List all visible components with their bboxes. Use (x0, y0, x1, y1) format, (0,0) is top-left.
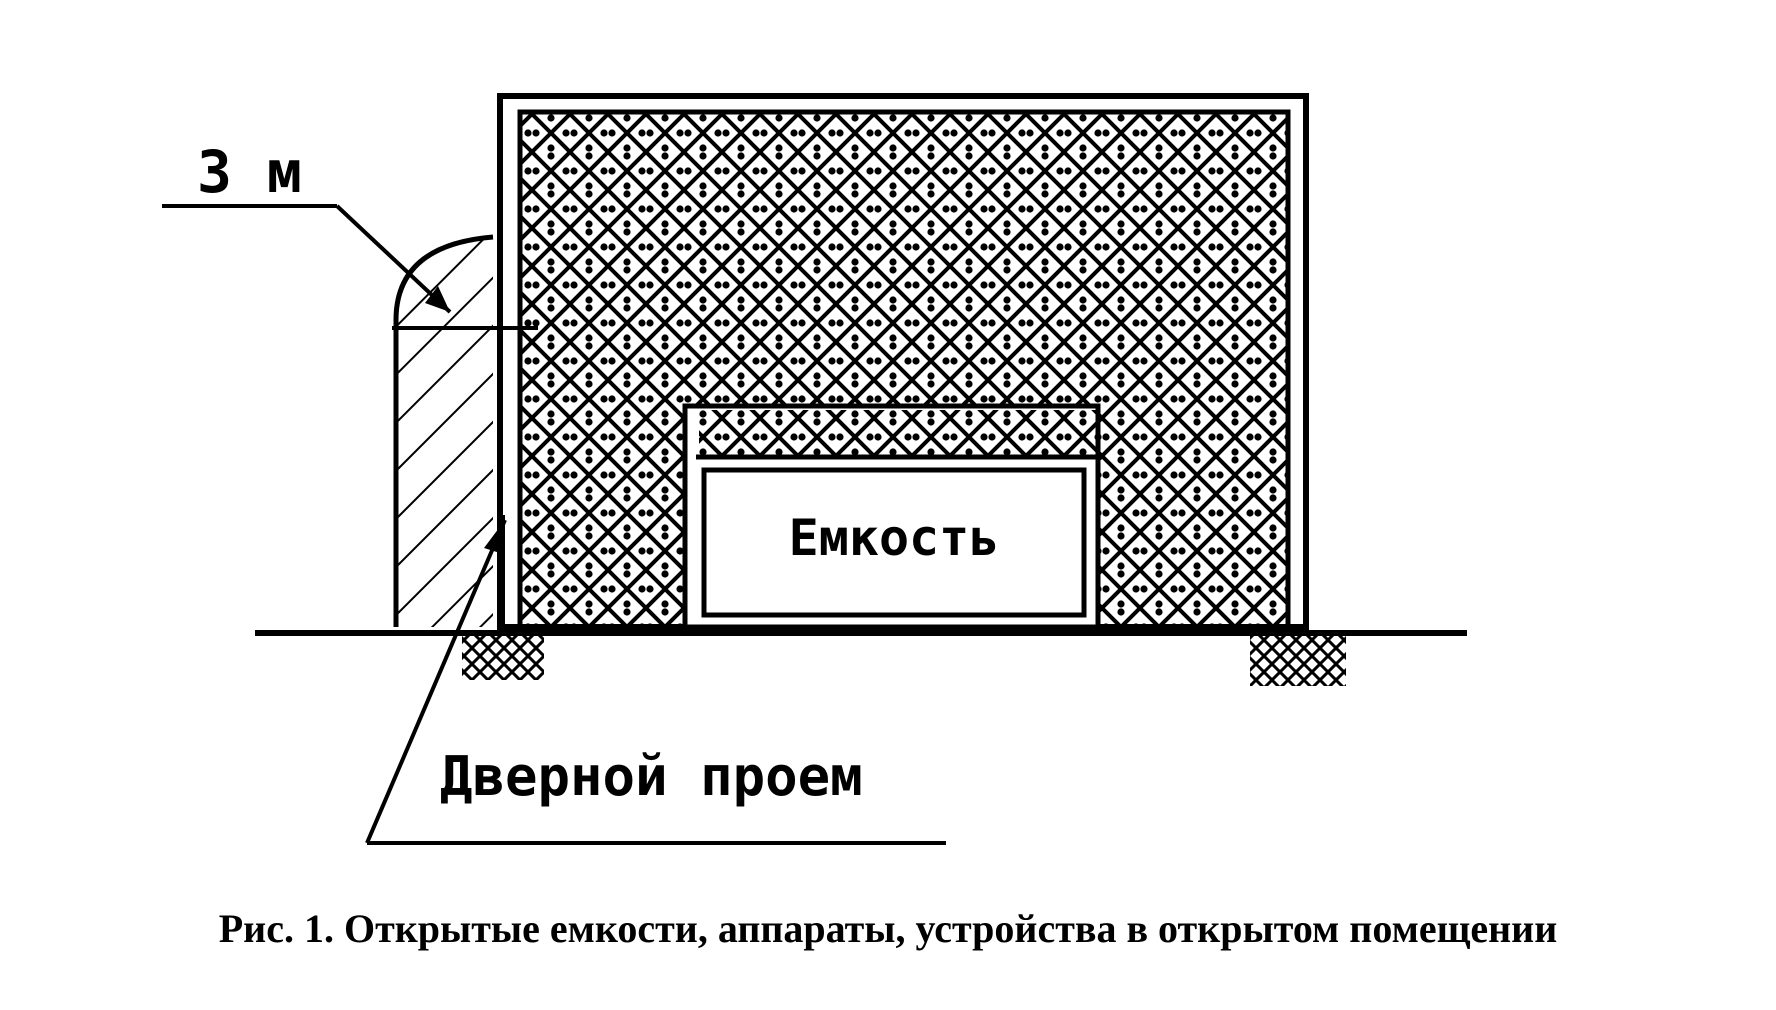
dimension-label: 3 м (197, 138, 302, 206)
figure-caption: Рис. 1. Открытые емкости, аппараты, устр… (218, 906, 1558, 951)
door-label: Дверной проем (440, 745, 863, 808)
dimension-callout: 3 м (162, 138, 538, 330)
ground-hatch-left (462, 636, 544, 680)
tank-label: Емкость (789, 509, 1000, 567)
tank: Емкость (682, 403, 1102, 630)
door-leader: Дверной проем (365, 519, 946, 845)
ground-hatch-right (1250, 636, 1346, 686)
